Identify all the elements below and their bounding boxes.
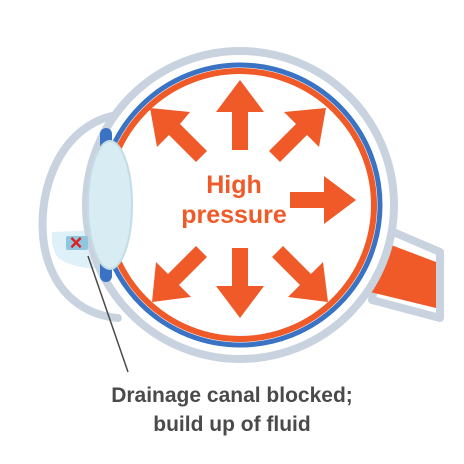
caption-line2: build up of fluid — [153, 413, 311, 436]
caption-line1: Drainage canal blocked; — [111, 384, 353, 407]
arrow-up-left — [150, 108, 207, 162]
pressure-label-line1: High — [206, 171, 262, 199]
arrow-down-left — [152, 246, 207, 302]
arrow-right — [290, 176, 356, 224]
arrow-up-right — [269, 108, 326, 162]
pressure-arrows — [150, 80, 356, 318]
blocked-drainage-canal: × — [66, 230, 88, 255]
blocked-x-icon: × — [70, 230, 83, 255]
arrow-down-right — [272, 246, 328, 302]
pressure-label-line2: pressure — [181, 201, 287, 229]
caption: Drainage canal blocked; build up of flui… — [0, 381, 464, 439]
arrow-up — [216, 80, 264, 150]
lens — [87, 140, 133, 270]
caption-leader-line — [87, 255, 129, 373]
arrow-down — [216, 248, 264, 318]
